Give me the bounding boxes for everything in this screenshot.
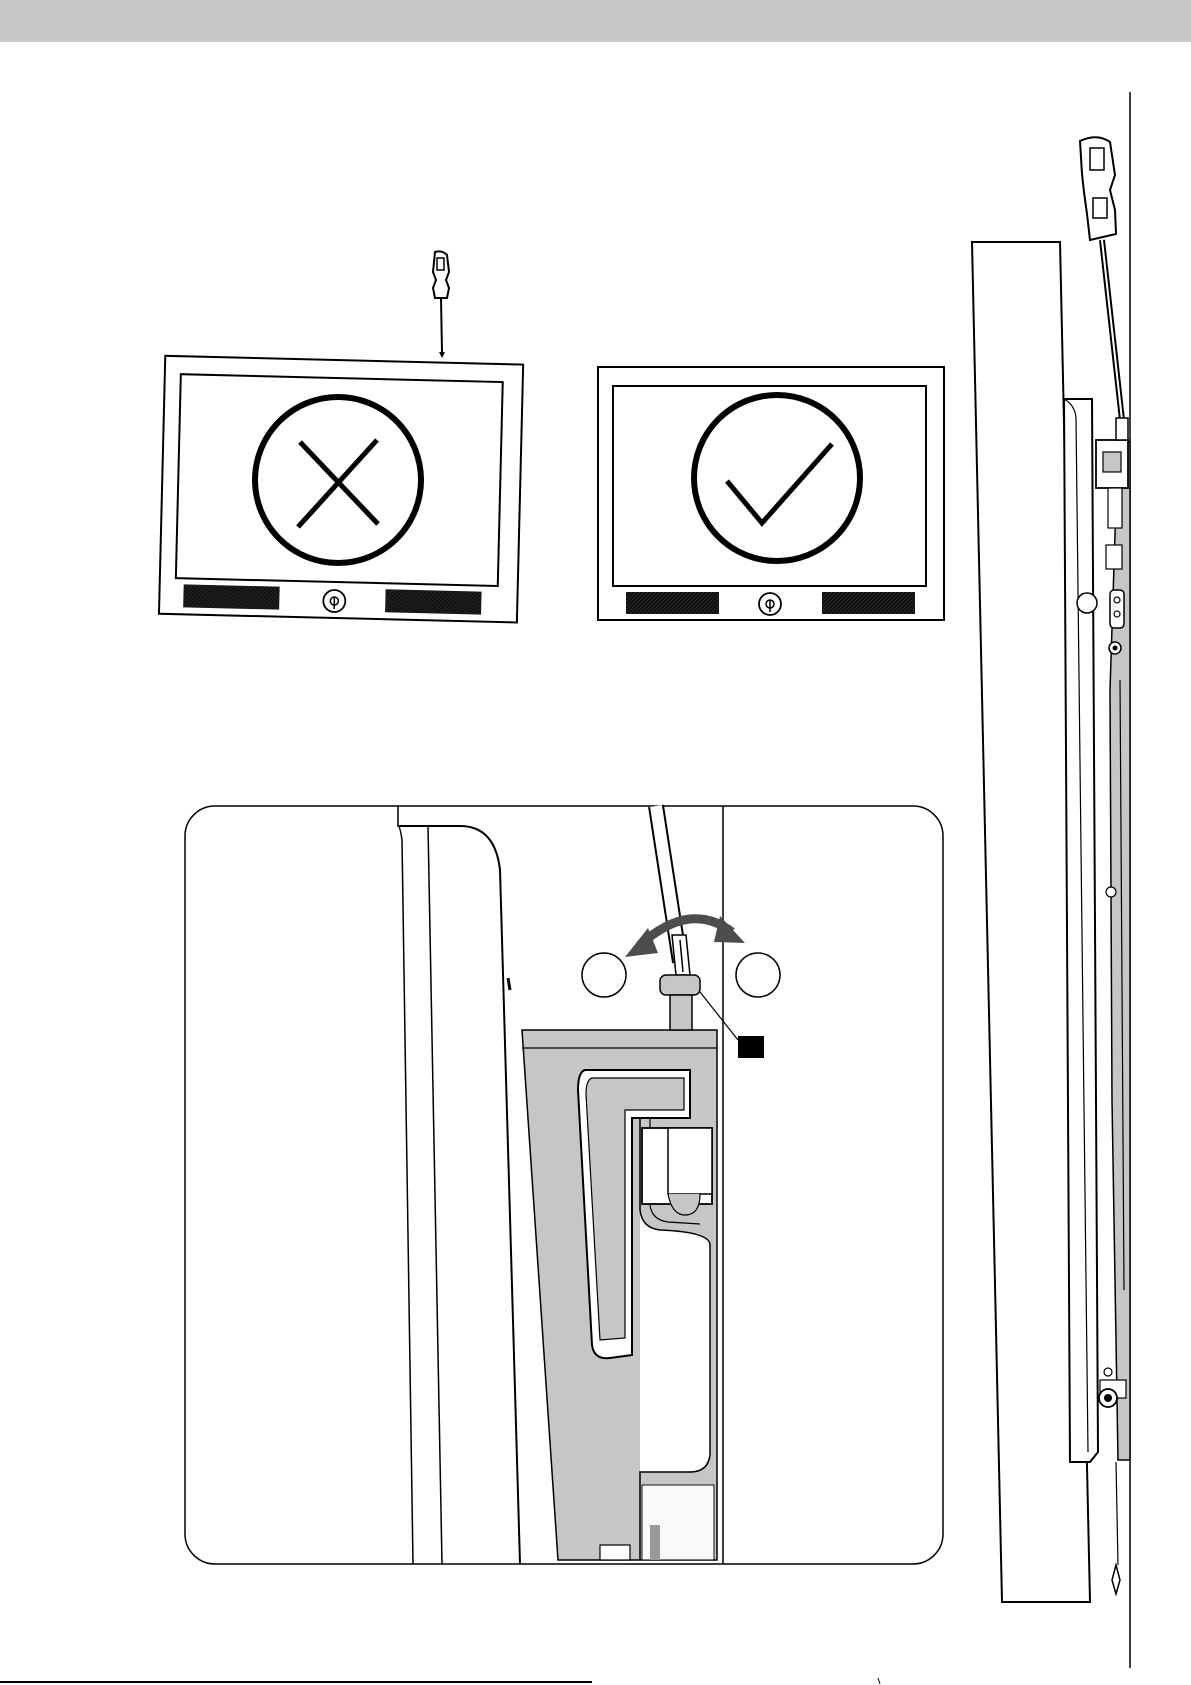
callout-marker-left (582, 953, 626, 997)
screwdriver-icon (1080, 137, 1128, 440)
speaker-right (385, 589, 482, 614)
speaker-right (822, 592, 915, 614)
speaker-left (626, 592, 719, 614)
correct-monitor-panel (598, 367, 944, 620)
part-label-marker (738, 1036, 764, 1058)
detail-closeup (185, 806, 943, 1564)
speaker-left (183, 584, 280, 609)
callout-marker-right (736, 953, 780, 997)
screwdriver-icon (433, 251, 449, 358)
footer-tick (878, 1678, 880, 1684)
side-view-wall-mount (972, 137, 1130, 1602)
incorrect-monitor-panel (159, 251, 523, 622)
